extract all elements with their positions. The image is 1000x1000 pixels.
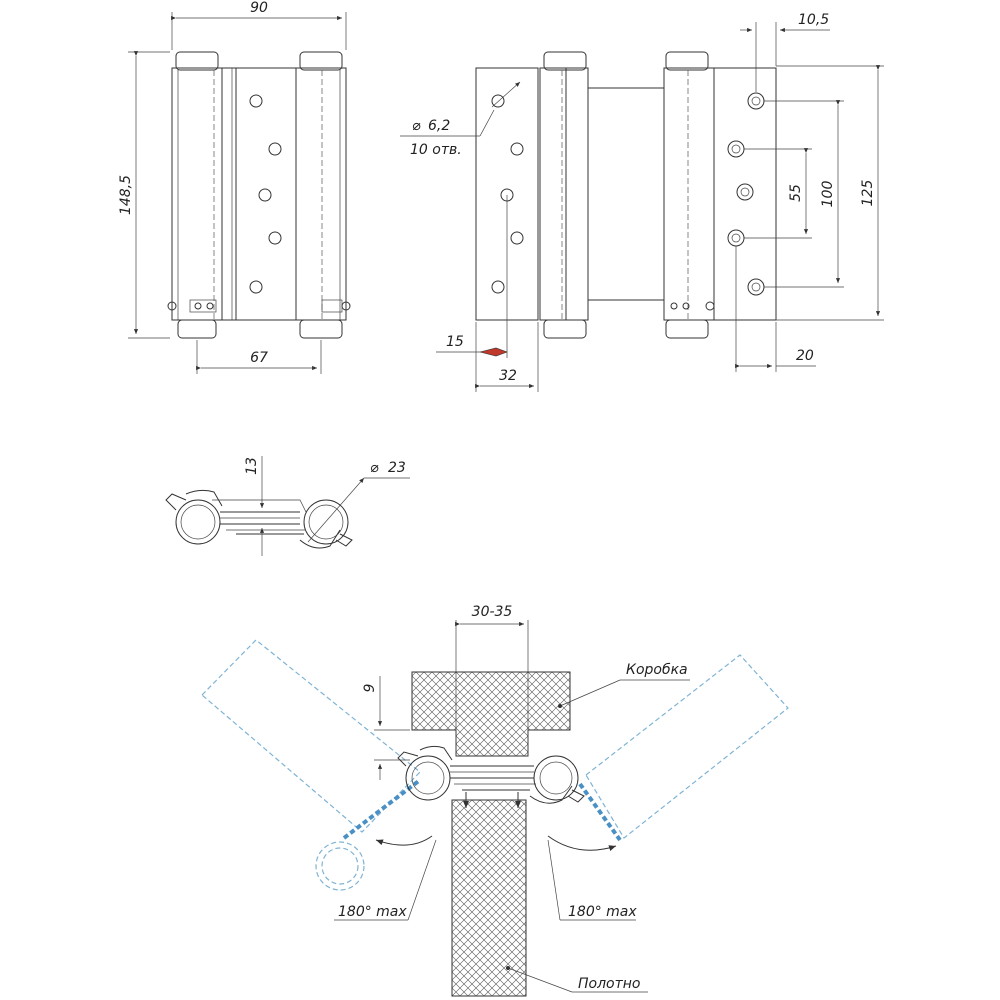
dim-width-32: 32 — [499, 368, 517, 384]
open-position-left — [201, 639, 422, 891]
mounting-hole — [249, 280, 263, 294]
dim-hole-diameter-prefix: ⌀ — [412, 118, 421, 134]
dim-hole-count: 10 отв. — [410, 142, 462, 158]
mounting-hole — [510, 142, 524, 156]
mounting-hole — [249, 94, 263, 108]
mounting-hole — [727, 229, 745, 247]
callout-frame: Коробка — [626, 662, 688, 678]
side-view: ⌀ 6,2 10 отв. 15 32 10,5 55 100 125 — [400, 12, 884, 392]
dim-hole-diameter: 6,2 — [428, 118, 450, 134]
mounting-hole — [736, 183, 754, 201]
mounting-hole — [727, 140, 745, 158]
dim-gap: 9 — [362, 683, 378, 692]
installation-view: 30-35 9 180° max 180° max Коробка Полотн… — [201, 604, 789, 997]
dim-leaf-width: 67 — [250, 350, 268, 366]
dim-door-thickness: 30-35 — [472, 604, 513, 620]
mounting-hole — [747, 278, 765, 296]
dim-flange-offset: 10,5 — [798, 12, 829, 28]
mounting-hole — [268, 231, 282, 245]
callout-door-leaf: Полотно — [578, 976, 640, 992]
dim-edge-15: 15 — [446, 334, 464, 350]
dim-thickness: 13 — [244, 457, 260, 475]
dim-total-width: 90 — [250, 0, 268, 16]
mounting-hole — [510, 231, 524, 245]
angle-left-label: 180° max — [338, 904, 407, 920]
dim-width-20: 20 — [796, 348, 814, 364]
dim-barrel-diameter: 23 — [388, 460, 406, 476]
top-section-view: 13 ⌀ 23 — [165, 456, 410, 556]
mounting-hole — [258, 188, 272, 202]
dim-height: 148,5 — [118, 175, 134, 215]
front-view: 90 148,5 67 — [118, 0, 351, 374]
open-position-right — [578, 654, 789, 842]
angle-right-label: 180° max — [568, 904, 637, 920]
mounting-hole — [747, 92, 765, 110]
dim-barrel-diameter-prefix: ⌀ — [370, 460, 379, 476]
mounting-hole — [268, 142, 282, 156]
dim-spacing-55: 55 — [788, 184, 804, 202]
dim-spacing-125: 125 — [860, 180, 876, 207]
mounting-hole — [491, 280, 505, 294]
dim-spacing-100: 100 — [820, 181, 836, 208]
